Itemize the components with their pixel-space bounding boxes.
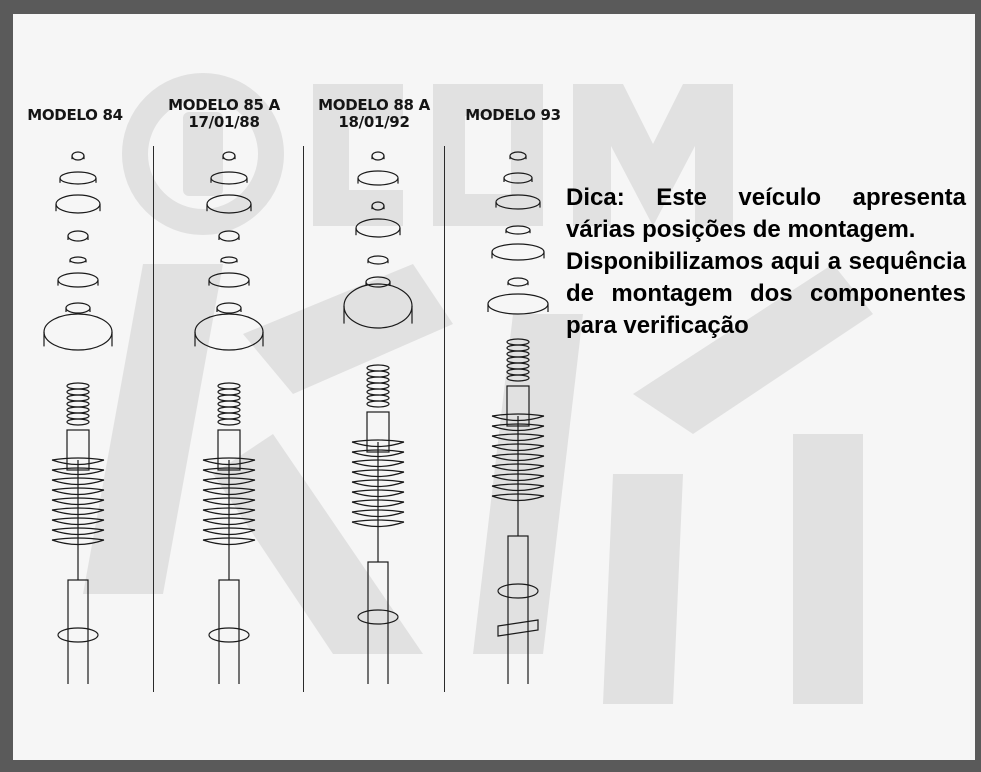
mount-part — [71, 151, 85, 161]
column-divider — [303, 146, 304, 692]
column-divider — [153, 146, 154, 692]
bump-stop-rib — [366, 376, 390, 384]
bump-stop-rib — [366, 400, 390, 408]
bump-stop-rib — [217, 394, 241, 402]
mount-part — [206, 194, 252, 214]
mount-part — [355, 218, 401, 238]
bump-stop-rib — [66, 412, 90, 420]
column-title-modelo-84: MODELO 84 — [27, 106, 123, 124]
bump-stop-rib — [506, 362, 530, 370]
mount-part — [222, 151, 236, 161]
bump-stop-rib — [506, 338, 530, 346]
mount-part — [210, 171, 248, 185]
mount-part — [208, 272, 250, 288]
shock-body — [218, 579, 240, 684]
spring-seat — [497, 583, 539, 599]
mount-part — [218, 230, 240, 242]
mount-part — [371, 201, 385, 211]
bump-stop-rib — [506, 344, 530, 352]
bump-stop-rib — [66, 406, 90, 414]
bump-stop-rib — [506, 356, 530, 364]
bump-stop-rib — [217, 418, 241, 426]
mount-part — [194, 313, 264, 351]
mount-part — [365, 276, 391, 288]
shock-body — [367, 561, 389, 684]
mount-part — [216, 302, 242, 314]
mount-part — [59, 171, 97, 185]
tip-paragraph-2: Disponibilizamos aqui a sequência de mon… — [566, 248, 966, 339]
bump-stop-rib — [66, 400, 90, 408]
shock-body — [67, 579, 89, 684]
mount-part — [55, 194, 101, 214]
bump-stop-rib — [366, 370, 390, 378]
spring-seat — [357, 609, 399, 625]
bump-stop-rib — [366, 364, 390, 372]
bump-stop-rib — [366, 382, 390, 390]
bump-stop-rib — [217, 412, 241, 420]
spring-seat — [208, 627, 250, 643]
strut-assembly-modelo-85a — [194, 151, 264, 684]
mount-part — [69, 256, 87, 264]
bump-stop-rib — [506, 374, 530, 382]
bump-stop-rib — [66, 394, 90, 402]
watermark-logo — [83, 73, 873, 704]
mount-part — [509, 151, 527, 161]
bump-stop-rib — [217, 406, 241, 414]
mount-part — [371, 151, 385, 161]
mount-part — [67, 230, 89, 242]
tip-text: Dica: Este veículo apresenta várias posi… — [566, 182, 966, 342]
mount-part — [495, 194, 541, 210]
strut-assembly-modelo-93 — [487, 151, 549, 684]
column-divider — [444, 146, 445, 692]
mount-part — [57, 272, 99, 288]
bump-stop-rib — [66, 418, 90, 426]
mount-part — [357, 170, 399, 186]
column-title-modelo-85a: MODELO 85 A 17/01/88 — [168, 96, 280, 131]
mount-part — [343, 283, 413, 329]
mount-part — [367, 255, 389, 265]
mount-part — [43, 313, 113, 351]
bump-stop-rib — [506, 368, 530, 376]
column-title-modelo-88a: MODELO 88 A 18/01/92 — [318, 96, 430, 131]
strut-assembly-modelo-84 — [43, 151, 113, 684]
mount-part — [503, 172, 533, 184]
bump-stop-rib — [66, 382, 90, 390]
mount-part — [507, 277, 529, 287]
shock-body — [507, 535, 529, 684]
bump-stop-rib — [66, 388, 90, 396]
strut-assembly-modelo-88a — [343, 151, 413, 684]
bump-stop-rib — [217, 388, 241, 396]
mount-part — [491, 243, 545, 261]
spring-seat — [57, 627, 99, 643]
diagram-panel: MODELO 84 MODELO 85 A 17/01/88 MODELO 88… — [13, 14, 975, 760]
bump-stop-rib — [366, 388, 390, 396]
mount-part — [65, 302, 91, 314]
bump-stop-rib — [366, 394, 390, 402]
bump-stop-rib — [217, 400, 241, 408]
mount-part — [505, 225, 531, 235]
mounting-bracket — [497, 619, 539, 637]
bump-stop-rib — [506, 350, 530, 358]
mount-part — [220, 256, 238, 264]
mount-part — [487, 293, 549, 315]
column-title-modelo-93: MODELO 93 — [465, 106, 561, 124]
tip-paragraph-1: Dica: Este veículo apresenta várias posi… — [566, 184, 966, 243]
bump-stop-rib — [217, 382, 241, 390]
